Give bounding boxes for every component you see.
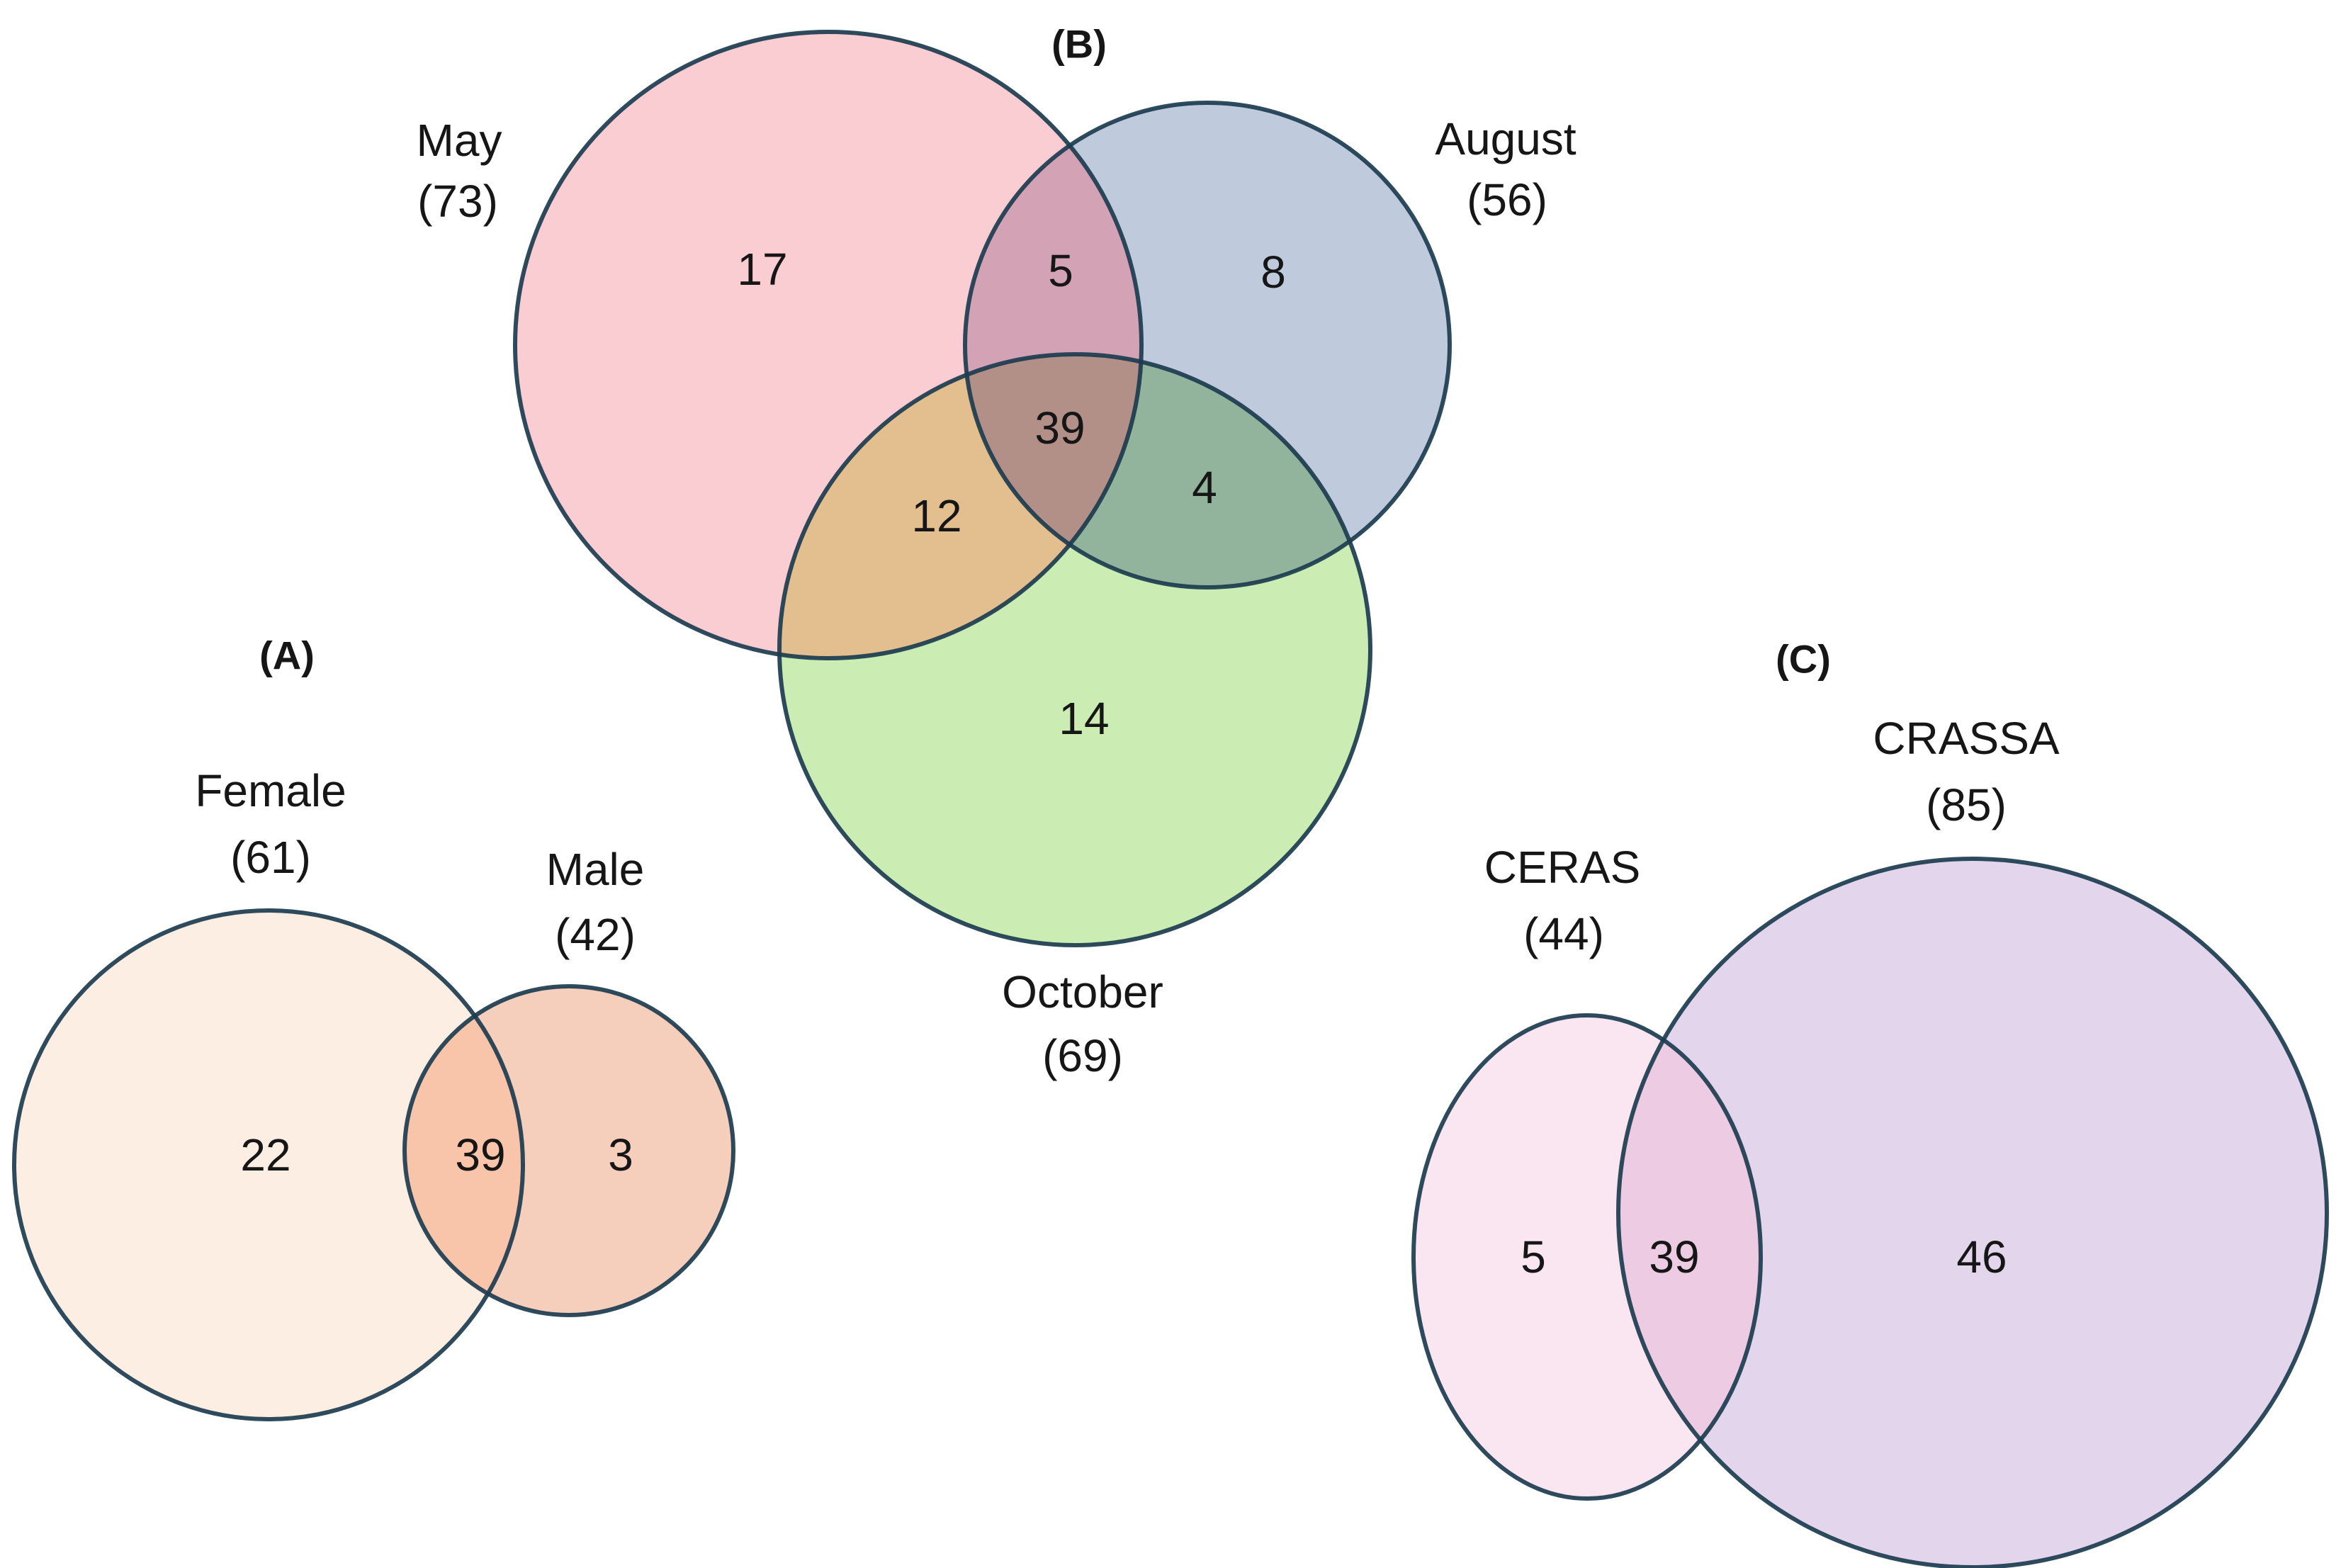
- panel-c-labels: (C) CRASSA (85) CERAS (44) 5 39 46: [1484, 637, 2060, 1283]
- may-circle-outline: [513, 30, 1144, 660]
- count-crassa-only: 46: [1956, 1231, 2007, 1282]
- ceras-circle-outline: [1411, 1013, 1763, 1501]
- count-may-october: 12: [911, 490, 961, 541]
- male-label: Male: [546, 844, 645, 895]
- count-august-october: 4: [1192, 462, 1217, 513]
- count-female-male: 39: [455, 1129, 505, 1180]
- count-may-august: 5: [1048, 245, 1073, 296]
- august-circle-outline: [963, 101, 1452, 590]
- male-circle-outline: [402, 984, 735, 1317]
- panel-a-labels: (A) Female (61) Male (42) 22 39 3: [195, 633, 644, 1181]
- count-ceras-crassa: 39: [1649, 1231, 1699, 1282]
- may-october-overlap-region: [779, 354, 1141, 658]
- august-label: August: [1435, 113, 1576, 164]
- panel-b-venn: (B) May (73) August (56) October (69) 17…: [417, 22, 1576, 1082]
- ceras-total: (44): [1523, 908, 1604, 959]
- panel-a-tag: (A): [259, 633, 315, 678]
- count-triple: 39: [1034, 402, 1085, 453]
- october-total: (69): [1042, 1030, 1123, 1081]
- panel-b-labels: (B) May (73) August (56) October (69) 17…: [417, 22, 1576, 1082]
- count-august-only: 8: [1260, 247, 1286, 298]
- crassa-total: (85): [1926, 779, 2007, 830]
- crassa-circle-outline: [1616, 857, 2329, 1568]
- count-may-only: 17: [737, 244, 787, 295]
- count-ceras-only: 5: [1521, 1231, 1546, 1282]
- female-total: (61): [230, 832, 311, 883]
- female-circle-outline: [12, 908, 525, 1421]
- count-october-only: 14: [1059, 693, 1109, 744]
- ceras-crassa-overlap-region: [1618, 1015, 1761, 1499]
- female-label: Female: [195, 765, 346, 816]
- october-label: October: [1002, 966, 1163, 1017]
- october-circle-outline: [777, 352, 1372, 947]
- crassa-label: CRASSA: [1873, 713, 2060, 764]
- may-total: (73): [417, 176, 498, 227]
- panel-c-venn: (C) CRASSA (85) CERAS (44) 5 39 46: [1411, 637, 2329, 1568]
- female-circle: [14, 910, 523, 1419]
- count-male-only: 3: [608, 1129, 633, 1180]
- panel-c-tag: (C): [1776, 637, 1831, 682]
- may-label: May: [417, 115, 502, 166]
- panel-a-venn: (A) Female (61) Male (42) 22 39 3: [12, 633, 735, 1421]
- crassa-circle: [1618, 859, 2327, 1567]
- male-total: (42): [555, 909, 636, 960]
- panel-b-tag: (B): [1051, 22, 1107, 67]
- ceras-label: CERAS: [1484, 842, 1641, 893]
- count-female-only: 22: [240, 1129, 290, 1180]
- august-total: (56): [1467, 174, 1547, 225]
